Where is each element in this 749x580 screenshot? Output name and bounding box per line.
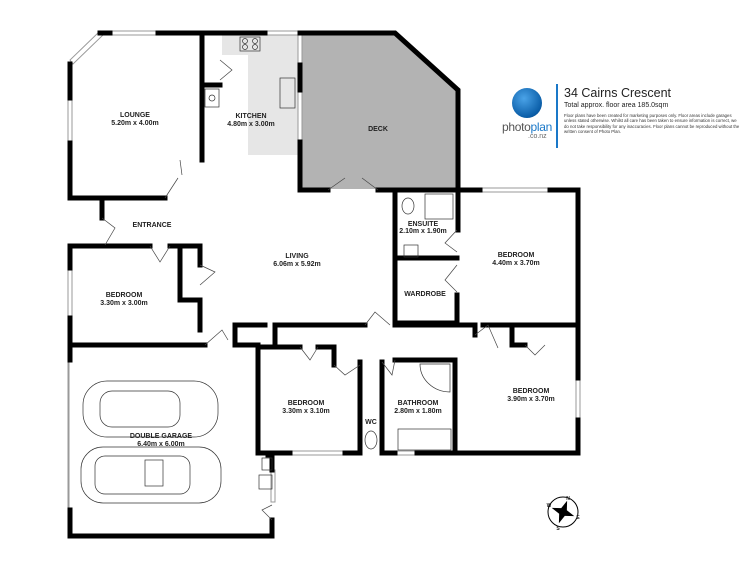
bath-shower-icon — [419, 363, 451, 393]
ensuite-size: 2.10m x 1.90m — [399, 228, 446, 235]
fixtures — [204, 36, 454, 490]
toilet-icon — [401, 197, 415, 215]
bathroom-name: BATHROOM — [398, 400, 439, 407]
living-size: 6.06m x 5.92m — [273, 261, 320, 268]
lounge-size: 5.20m x 4.00m — [111, 120, 158, 127]
ensuite-sink-icon — [403, 244, 419, 258]
bedroom-west-name: BEDROOM — [106, 292, 143, 299]
doors — [101, 59, 546, 521]
bedroom-mid-name: BEDROOM — [288, 400, 325, 407]
bedroom-mid-size: 3.30m x 3.10m — [282, 408, 329, 415]
wc-toilet-icon — [364, 430, 378, 450]
logo-text-plan: plan — [530, 120, 553, 134]
lounge-name: LOUNGE — [120, 112, 150, 119]
logo-text-photo: photo — [502, 120, 531, 134]
room-labels: LOUNGE 5.20m x 4.00m KITCHEN 4.80m x 3.0… — [100, 112, 554, 448]
wardrobe-name: WARDROBE — [404, 291, 446, 298]
kitchen-size: 4.80m x 3.00m — [227, 121, 274, 128]
deck-area — [301, 35, 457, 189]
stove-icon — [239, 36, 261, 52]
deck-name: DECK — [368, 126, 388, 133]
kitchen-bench — [222, 35, 300, 155]
brand-divider — [556, 84, 558, 148]
bedroom-west-size: 3.30m x 3.00m — [100, 300, 147, 307]
laundry-tub-icon — [258, 474, 273, 490]
garage-sink-icon — [261, 457, 273, 471]
brand-block: photoplan .co.nz 34 Cairns Crescent Tota… — [502, 82, 742, 152]
kitchen-sink-icon — [279, 77, 296, 109]
photoplan-logo-icon — [512, 88, 542, 118]
garage-size: 6.40m x 6.00m — [137, 441, 184, 448]
bath-icon — [397, 428, 452, 451]
bedroom-east-size: 3.90m x 3.70m — [507, 396, 554, 403]
ensuite-name: ENSUITE — [408, 221, 439, 228]
wc-name: WC — [365, 419, 377, 426]
car-icon — [82, 380, 219, 438]
washer-icon — [204, 88, 220, 108]
bathroom-size: 2.80m x 1.80m — [394, 408, 441, 415]
compass-south: S — [556, 526, 560, 532]
entrance-name: ENTRANCE — [133, 222, 172, 229]
disclaimer: Floor plans have been created for market… — [564, 113, 740, 135]
logo-domain: .co.nz — [528, 133, 547, 140]
logo-wordmark: photoplan — [502, 120, 552, 134]
property-address: 34 Cairns Crescent — [564, 86, 671, 100]
floor-area: Total approx. floor area 185.0sqm — [564, 102, 669, 109]
car-icon — [80, 446, 222, 504]
compass-west: W — [547, 503, 552, 509]
bedroom-east-name: BEDROOM — [513, 388, 550, 395]
bedroom-master-size: 4.40m x 3.70m — [492, 260, 539, 267]
walls — [67, 30, 581, 539]
bedroom-master-name: BEDROOM — [498, 252, 535, 259]
living-name: LIVING — [285, 253, 309, 260]
compass-north: N — [566, 496, 570, 502]
shower-icon — [424, 193, 454, 220]
garage-name: DOUBLE GARAGE — [130, 433, 193, 440]
kitchen-name: KITCHEN — [235, 113, 266, 120]
compass-east: E — [576, 515, 580, 521]
compass-icon: N E S W — [547, 496, 581, 532]
